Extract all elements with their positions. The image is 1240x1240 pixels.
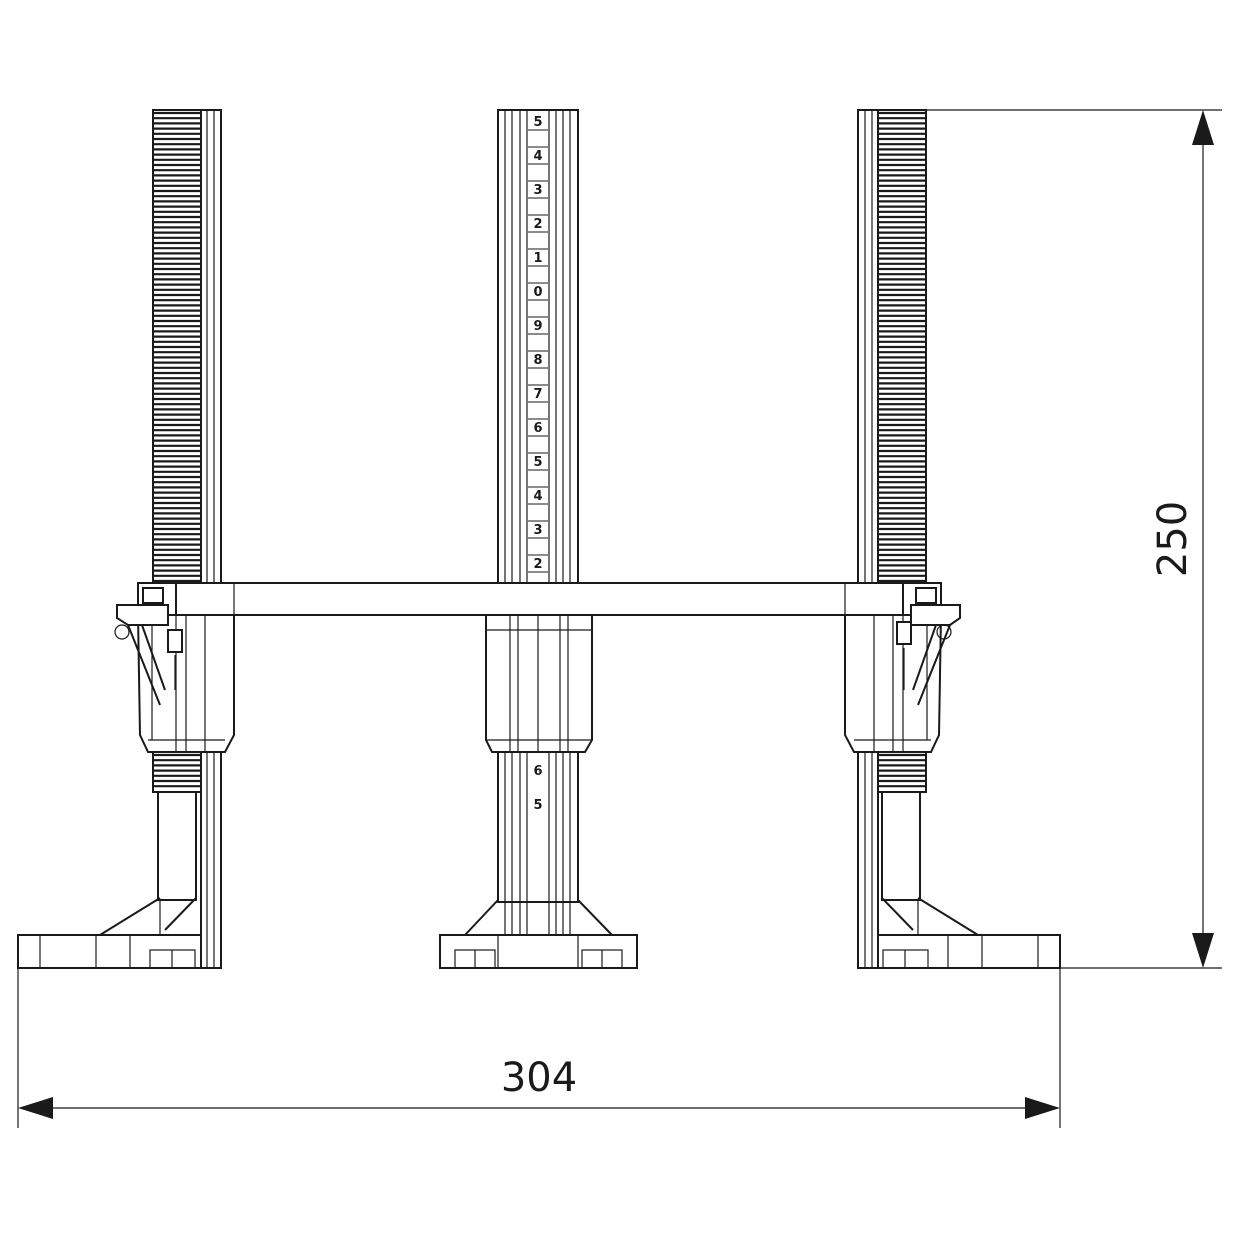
scale-upper-label: 4 bbox=[533, 149, 542, 164]
width-dimension: 304 bbox=[17, 968, 1061, 1128]
left-leg bbox=[17, 109, 235, 969]
center-leg: 5 4 3 2 1 0 9 8 7 6 5 4 3 2 bbox=[439, 109, 638, 969]
scale-upper-label: 6 bbox=[533, 421, 542, 436]
left-threaded-rod bbox=[152, 109, 222, 969]
scale-upper-label: 5 bbox=[533, 115, 542, 130]
scale-upper-label: 7 bbox=[533, 387, 542, 402]
left-foot bbox=[17, 791, 202, 969]
height-dimension-label: 250 bbox=[1150, 501, 1196, 577]
scale-upper-label: 1 bbox=[533, 251, 542, 266]
center-lower-rod: 6 5 bbox=[497, 751, 579, 968]
right-leg bbox=[844, 109, 1061, 969]
left-clamp bbox=[114, 582, 235, 753]
cross-beam bbox=[175, 582, 904, 616]
scale-upper-label: 2 bbox=[533, 217, 542, 232]
center-foot bbox=[439, 899, 638, 969]
scale-upper-label: 8 bbox=[533, 353, 542, 368]
right-threaded-rod bbox=[857, 109, 927, 969]
scale-upper-label: 4 bbox=[533, 489, 542, 504]
scale-lower-label: 6 bbox=[533, 764, 542, 779]
scale-upper-label: 3 bbox=[533, 183, 542, 198]
width-dimension-label: 304 bbox=[501, 1055, 577, 1101]
right-foot bbox=[877, 791, 1061, 969]
left-lower-thread bbox=[152, 751, 202, 793]
scale-upper-label: 5 bbox=[533, 455, 542, 470]
height-dimension: 250 bbox=[926, 109, 1222, 969]
scale-upper-label: 2 bbox=[533, 557, 542, 572]
center-scale-rod: 5 4 3 2 1 0 9 8 7 6 5 4 3 2 bbox=[497, 109, 579, 586]
right-lower-thread bbox=[877, 751, 927, 793]
scale-upper-label: 3 bbox=[533, 523, 542, 538]
scale-upper-label: 9 bbox=[533, 319, 542, 334]
center-clamp bbox=[485, 614, 593, 753]
scale-lower-label: 5 bbox=[533, 798, 542, 813]
scale-upper-label: 0 bbox=[533, 285, 542, 300]
